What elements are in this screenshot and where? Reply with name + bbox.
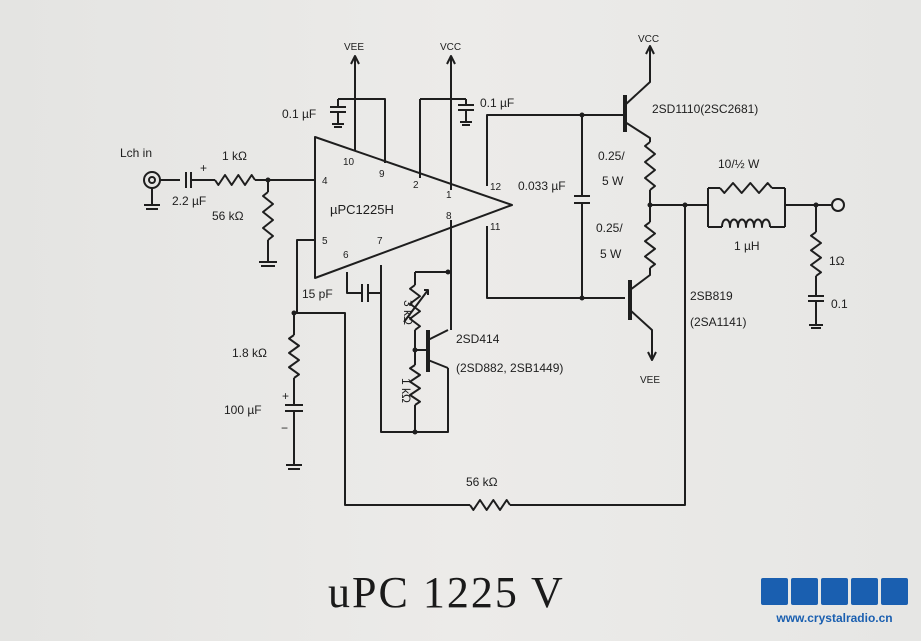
pin-label: 5 <box>322 236 328 247</box>
resistor-1k-bias <box>409 364 421 406</box>
resistor-1k-input <box>214 174 256 186</box>
pin-label: 6 <box>343 250 349 261</box>
output-wires <box>650 187 831 228</box>
bias-transistor-label: 2SD414 <box>456 332 500 346</box>
vcc-label: VCC <box>440 42 461 53</box>
watermark-url: www.crystalradio.cn <box>776 611 893 625</box>
pin-label: 2 <box>413 180 419 191</box>
r-1k-label: 1 kΩ <box>399 378 413 403</box>
junction <box>412 429 418 435</box>
feedback-wire <box>294 205 686 506</box>
r-shunt-label: 56 kΩ <box>212 209 244 223</box>
input-cap-label: 2.2 µF <box>172 194 206 208</box>
input-cap-plus: + <box>200 161 207 175</box>
r-upper-label-a: 0.25/ <box>598 149 625 163</box>
input-label: Lch in <box>120 146 152 160</box>
zobel-r-label: 1Ω <box>829 254 845 268</box>
input-capacitor <box>160 172 215 188</box>
cap-100u-minus: − <box>281 421 288 435</box>
output-inductor <box>721 218 771 228</box>
ic-name: µPC1225H <box>330 202 394 217</box>
r-series-label: 1 kΩ <box>222 149 247 163</box>
zobel-c-label: 0.1 <box>831 297 848 311</box>
input-wires <box>255 179 315 267</box>
emitter-resistor-lower <box>644 221 656 269</box>
r-lower-label-a: 0.25/ <box>596 221 623 235</box>
emitter-resistor-upper <box>644 141 656 191</box>
vcc-cap-label: 0.1 µF <box>480 96 514 110</box>
zobel-wires <box>808 205 824 329</box>
junction <box>291 310 297 316</box>
pin-label: 11 <box>490 222 501 233</box>
output-terminal <box>831 198 845 212</box>
output-resistor <box>719 182 773 194</box>
junction <box>445 269 451 275</box>
feedback-resistor-label: 56 kΩ <box>466 475 498 489</box>
vee-supply-wires <box>330 55 386 163</box>
pin-label: 12 <box>490 182 502 193</box>
watermark-cn-logo <box>752 578 917 605</box>
pin5-wires <box>285 239 315 470</box>
bias-transistor <box>415 329 449 369</box>
variable-arrow-icon <box>403 289 429 323</box>
pin-label: 1 <box>446 190 452 201</box>
r-1-8k-label: 1.8 kΩ <box>232 346 267 360</box>
cap-033-label: 0.033 µF <box>518 179 566 193</box>
vcc-supply-wires <box>419 55 474 190</box>
pin-label: 8 <box>446 211 452 222</box>
zobel-resistor <box>810 231 822 277</box>
bias-wires <box>346 220 452 433</box>
resistor-56k-shunt <box>262 191 274 241</box>
r-upper-label-b: 5 W <box>602 174 624 188</box>
input-jack <box>143 171 161 210</box>
junction <box>579 295 585 301</box>
pin-label: 4 <box>322 176 328 187</box>
pin-label: 7 <box>377 236 383 247</box>
bias-transistor-alt-label: (2SD882, 2SB1449) <box>456 361 563 375</box>
pin-label: 10 <box>343 157 355 168</box>
ic-triangle <box>314 136 513 279</box>
cap-100u-plus: + <box>282 389 289 403</box>
q-lower-alt-label: (2SA1141) <box>690 315 746 329</box>
r-3k-label: 3 kΩ <box>401 300 415 325</box>
junction <box>265 177 271 183</box>
transistor-upper <box>623 45 655 142</box>
driver-wires <box>486 114 625 299</box>
output-resistor-label: 10/½ W <box>718 157 760 171</box>
watermark-logo: www.crystalradio.cn <box>752 578 917 625</box>
transistor-lower <box>628 268 657 361</box>
vcc-out-label: VCC <box>638 34 659 45</box>
vee-label: VEE <box>344 42 364 53</box>
feedback-resistor <box>469 499 511 511</box>
output-inductor-label: 1 µH <box>734 239 760 253</box>
q-upper-label: 2SD1110(2SC2681) <box>652 102 758 116</box>
cap-100u-label: 100 µF <box>224 403 262 417</box>
page-title: uPC 1225 V <box>328 568 565 617</box>
cap-15pf-label: 15 pF <box>302 287 333 301</box>
vee-cap-label: 0.1 µF <box>282 107 316 121</box>
resistor-1-8k <box>288 334 300 379</box>
pin-label: 9 <box>379 169 385 180</box>
q-lower-label: 2SB819 <box>690 289 733 303</box>
r-lower-label-b: 5 W <box>600 247 622 261</box>
junction <box>579 112 585 118</box>
vee-out-label: VEE <box>640 375 660 386</box>
